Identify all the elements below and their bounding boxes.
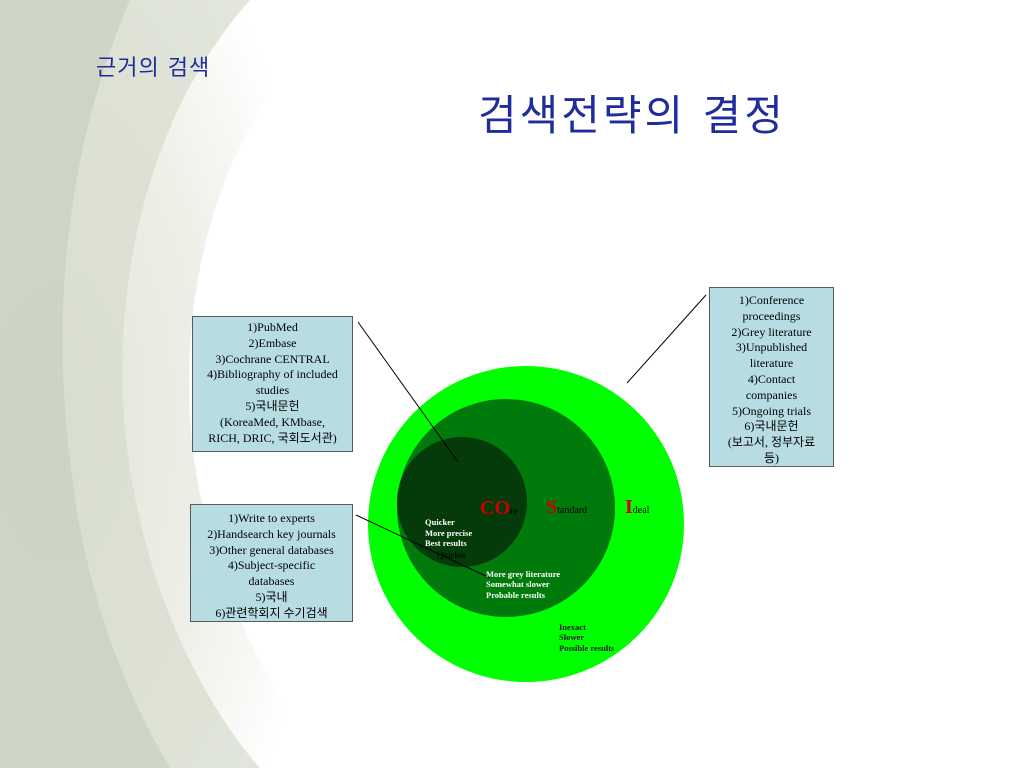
box-line: 2)Handsearch key journals: [207, 526, 336, 541]
core-note: More precise: [425, 528, 472, 538]
box-line: companies: [745, 387, 798, 402]
core-label-big: CO: [480, 497, 510, 519]
box-line: 2)Embase: [248, 335, 297, 350]
box-line: proceedings: [742, 308, 801, 323]
box-line: 3)Unpublished: [735, 340, 808, 355]
box-line: 6)국내문헌: [744, 419, 799, 434]
core-note: Quicker: [425, 517, 455, 527]
ideal-note: Possible results: [559, 643, 615, 653]
box-line: 5)Ongoing trials: [732, 403, 811, 418]
ideal-label-rest: deal: [633, 505, 650, 516]
connector-line-left-top: [357, 321, 459, 463]
box-line: 1)Write to experts: [228, 511, 315, 525]
box-line: RICH, DRIC, 국회도서관): [208, 430, 337, 445]
connector-line-left-bottom: [355, 514, 491, 579]
box-line: 2)Grey literature: [731, 324, 812, 339]
core-label-rest: re: [510, 506, 518, 517]
ideal-label-big: I: [625, 496, 633, 518]
ideal-note: Slower: [559, 632, 584, 642]
box-line: (보고서, 정부자료: [727, 435, 816, 450]
box-line: 4)Subject-specific: [227, 558, 316, 573]
ideal-sources-box: 1)Conference proceedings 2)Grey literatu…: [709, 287, 834, 467]
box-line: 3)Cochrane CENTRAL: [215, 351, 330, 366]
box-line: 4)Contact: [747, 371, 796, 386]
connector-line-right: [626, 294, 707, 384]
core-sources-box: 1)PubMed 2)Embase 3)Cochrane CENTRAL 4)B…: [192, 316, 353, 452]
core-label: COre: [480, 497, 518, 519]
standard-note: More grey literature: [486, 569, 560, 579]
standard-label-big: S: [546, 496, 557, 518]
box-line: (KoreaMed, KMbase,: [220, 414, 325, 429]
ideal-label: Ideal: [625, 496, 650, 518]
core-note: Best results: [425, 538, 467, 548]
box-line: databases: [248, 574, 295, 589]
box-line: 4)Bibliography of included: [207, 367, 338, 382]
standard-note: Probable results: [486, 590, 546, 600]
core-overlap-note: Quicker: [437, 550, 466, 560]
box-line: 3)Other general databases: [209, 542, 334, 557]
box-line: 등): [763, 450, 780, 465]
box-line: 5)국내문헌: [245, 398, 300, 413]
standard-label-rest: tandard: [557, 505, 587, 516]
standard-label: Standard: [546, 496, 587, 518]
box-line: 5)국내: [255, 589, 288, 604]
box-line: 1)Conference: [738, 293, 805, 307]
standard-sources-box: 1)Write to experts 2)Handsearch key jour…: [190, 504, 353, 622]
box-line: 6)관련학회지 수기검색: [215, 605, 328, 620]
ideal-note: Inexact: [559, 622, 586, 632]
box-line: studies: [255, 383, 290, 398]
slide-subtitle: 근거의 검색: [96, 56, 211, 81]
core-circle: [397, 437, 527, 567]
standard-note: Somewhat slower: [486, 579, 550, 589]
slide-title: 검색전략의 결정: [478, 91, 786, 140]
box-line: literature: [749, 356, 794, 371]
box-line: 1)PubMed: [247, 320, 298, 334]
